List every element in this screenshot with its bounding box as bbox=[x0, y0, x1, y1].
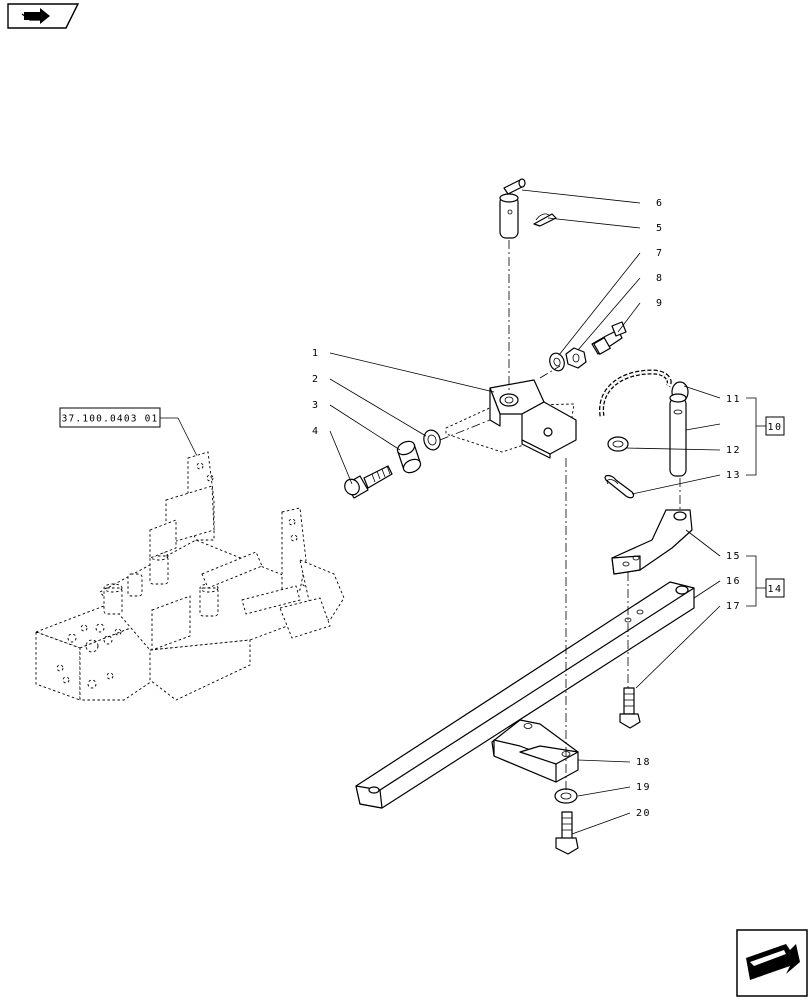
clevis-strap-15 bbox=[611, 509, 693, 575]
lynch-pin-12 bbox=[669, 393, 687, 477]
hitch-pin-top bbox=[499, 178, 526, 239]
callout-19: 19 bbox=[636, 782, 651, 793]
leader-lines bbox=[329, 189, 766, 835]
bolt-17 bbox=[619, 687, 641, 729]
cap-screw-4 bbox=[344, 465, 393, 499]
reference-box-label: 37.100.0403 01 bbox=[62, 414, 159, 425]
clamp-block-18 bbox=[491, 719, 579, 783]
callout-labels: 6 5 7 8 9 11 12 13 15 16 17 18 19 20 1 2… bbox=[312, 198, 741, 819]
callout-6: 6 bbox=[656, 198, 664, 209]
nut-8 bbox=[565, 347, 587, 369]
pivot-bracket bbox=[445, 379, 577, 459]
washer-12b bbox=[607, 436, 629, 452]
washer-2 bbox=[423, 429, 441, 451]
callout-15: 15 bbox=[726, 551, 741, 562]
callout-4: 4 bbox=[312, 426, 320, 437]
washer-19 bbox=[554, 788, 578, 804]
callout-18: 18 bbox=[636, 757, 651, 768]
reference-box[interactable]: 37.100.0403 01 bbox=[59, 407, 161, 428]
washer-7 bbox=[549, 352, 565, 372]
callout-3: 3 bbox=[312, 400, 320, 411]
grease-fitting-9 bbox=[591, 321, 627, 355]
bolt-20 bbox=[555, 811, 579, 855]
group-box-14[interactable]: 14 bbox=[765, 578, 785, 598]
next-page-arrow-icon[interactable] bbox=[736, 929, 808, 997]
callout-7: 7 bbox=[656, 248, 664, 259]
group-box-10-label: 10 bbox=[767, 422, 782, 433]
callout-12: 12 bbox=[726, 445, 741, 456]
center-lines bbox=[439, 240, 681, 790]
frame-reference-assembly: 37.100.0403 01 bbox=[34, 407, 345, 701]
group-box-10[interactable]: 10 bbox=[765, 416, 785, 436]
callout-1: 1 bbox=[312, 348, 320, 359]
callout-5: 5 bbox=[656, 223, 664, 234]
callout-2: 2 bbox=[312, 374, 320, 385]
callout-8: 8 bbox=[656, 273, 664, 284]
callout-13: 13 bbox=[726, 470, 741, 481]
spring-clip-13 bbox=[604, 474, 635, 499]
drawbar-16 bbox=[355, 581, 695, 809]
callout-20: 20 bbox=[636, 808, 651, 819]
callout-16: 16 bbox=[726, 576, 741, 587]
callout-9: 9 bbox=[656, 298, 664, 309]
callout-11: 11 bbox=[726, 394, 741, 405]
bushing-3 bbox=[396, 440, 422, 474]
callout-17: 17 bbox=[726, 601, 741, 612]
r-clip bbox=[533, 213, 557, 227]
book-arrow-icon[interactable] bbox=[7, 3, 80, 29]
group-box-14-label: 14 bbox=[767, 584, 782, 595]
